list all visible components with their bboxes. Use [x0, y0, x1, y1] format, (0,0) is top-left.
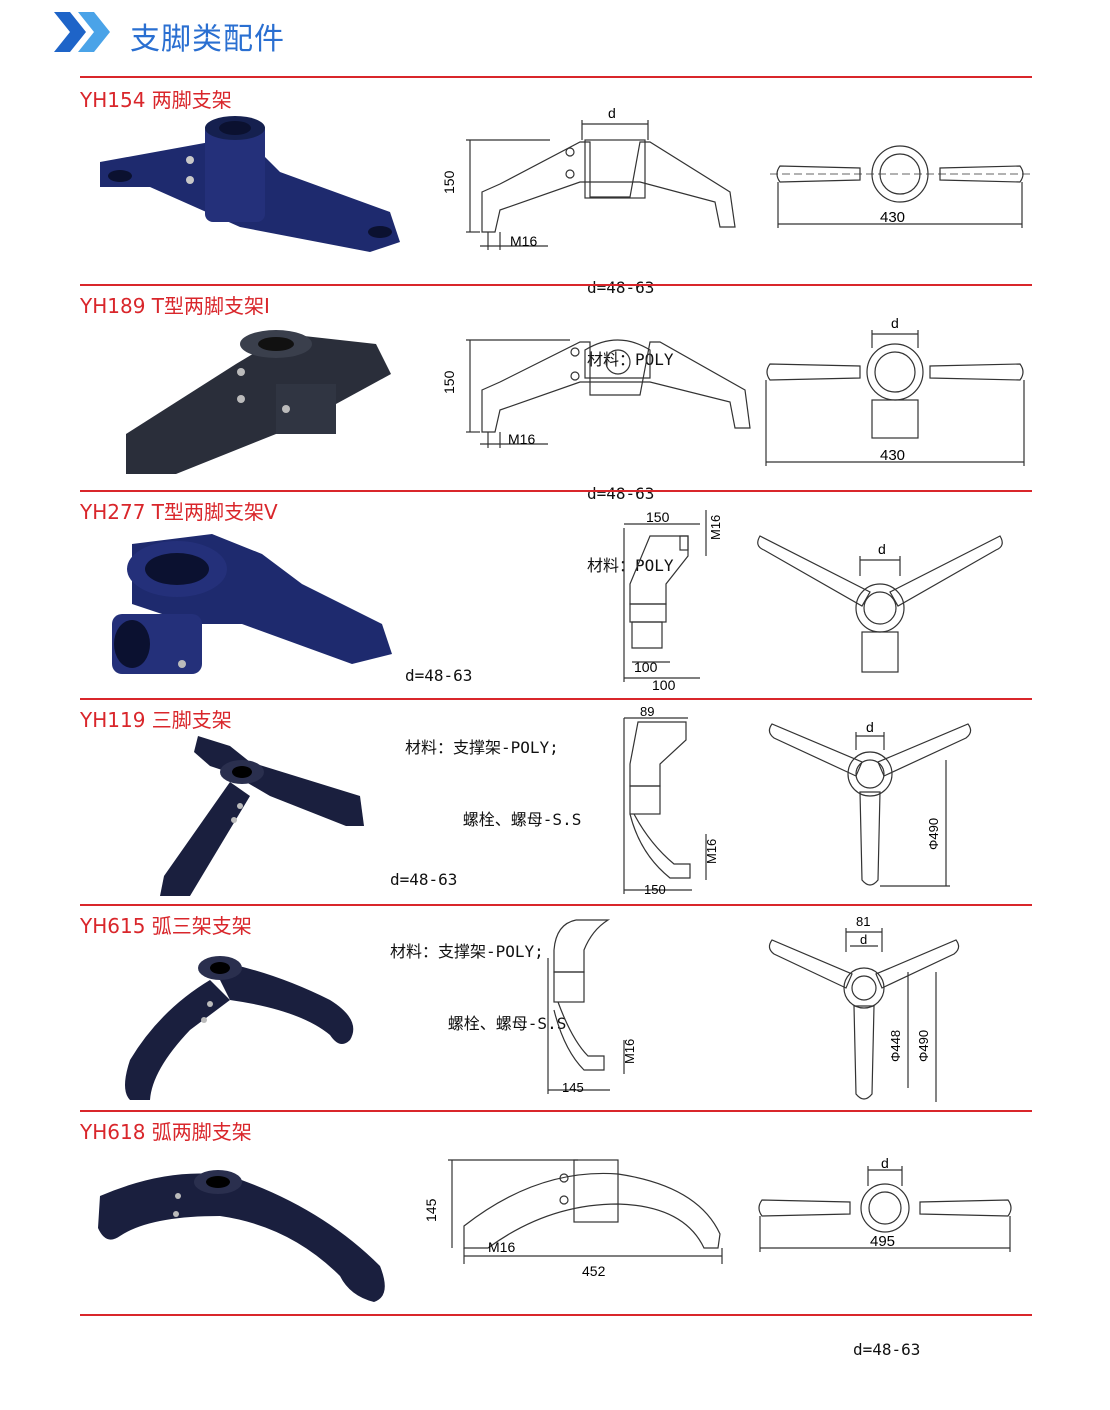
divider	[80, 490, 1032, 492]
dim-span2: 495	[870, 1233, 895, 1250]
top-view-drawing: d Φ490	[768, 719, 972, 887]
product-code: YH618 弧两脚支架	[80, 1120, 252, 1144]
section-yh189: YH189 T型两脚支架Ⅰ 150 M16	[80, 290, 1032, 575]
dim-bore: d	[608, 105, 616, 121]
double-chevron-icon	[54, 12, 110, 52]
divider	[80, 1110, 1032, 1112]
page-title: 支脚类配件	[130, 22, 285, 57]
side-view-drawing: 150 M16 100 100	[623, 509, 723, 692]
dim-height: 145	[423, 1198, 439, 1222]
dim-bore: d	[860, 932, 867, 947]
product-photo	[112, 534, 392, 674]
product-photo	[100, 116, 400, 252]
side-view-drawing: 150 d M16	[441, 105, 736, 250]
side-view-drawing: 89 M16 150	[623, 704, 719, 897]
divider	[80, 1314, 1032, 1316]
product-code: YH154 两脚支架	[80, 88, 232, 112]
section-yh615: YH615 弧三架支架 145 M16 81 d Φ448	[80, 910, 1032, 1110]
product-photo	[126, 330, 391, 474]
side-view-drawing: 150 M16	[441, 339, 751, 448]
dim-dia1: Φ448	[888, 1030, 903, 1062]
section-yh119: YH119 三脚支架 d=48-63 材料：支撑架-POLY; 螺栓、螺母-S.…	[80, 704, 1032, 1033]
product-code: YH189 T型两脚支架Ⅰ	[80, 294, 270, 318]
divider	[80, 698, 1032, 700]
side-view-drawing: 145 M16	[547, 919, 637, 1095]
spec-text: d=48-63 材料：POLY	[587, 484, 674, 575]
product-photo	[125, 956, 354, 1100]
dim-top: 81	[856, 914, 870, 929]
dim-bolt: M16	[704, 839, 719, 864]
dim-bolt: M16	[622, 1039, 637, 1064]
dim-top: 89	[640, 704, 654, 719]
divider	[80, 904, 1032, 906]
top-view-drawing: 430	[770, 145, 1030, 228]
product-code: YH277 T型两脚支架V	[80, 500, 278, 524]
page-header: 支脚类配件	[50, 6, 450, 58]
spec-text: d=48-63 材料：支撑架-POLY; 螺栓、螺母-S.S	[390, 870, 567, 1033]
dim-bolt: M16	[510, 233, 537, 249]
dim-bore: d	[891, 315, 899, 331]
product-code: YH615 弧三架支架	[80, 914, 252, 938]
dim-base: 150	[644, 882, 666, 897]
dim-top: 150	[646, 509, 670, 525]
top-view-drawing: d 495	[758, 1156, 1012, 1252]
dim-b2: 100	[652, 677, 676, 692]
dim-bore: d	[878, 541, 886, 557]
product-photo	[160, 736, 364, 896]
spec-text: d=48-63 材料：支撑架-POLY; 螺栓、螺母-S.S	[405, 666, 582, 829]
top-view-drawing: d 430	[765, 315, 1025, 466]
dim-bolt: M16	[488, 1239, 515, 1255]
dim-base: 145	[562, 1080, 584, 1095]
dim-bolt: M16	[508, 431, 535, 447]
divider	[80, 76, 1032, 78]
side-view-drawing: 145 M16 452	[423, 1159, 723, 1279]
section-yh277: YH277 T型两脚支架V d=48-63 材料：支撑架-POLY; 螺栓、螺母…	[80, 496, 1032, 829]
dim-height: 150	[441, 170, 457, 194]
dim-span: 430	[880, 209, 905, 226]
dim-dia2: Φ490	[916, 1030, 931, 1062]
dim-span: 430	[880, 447, 905, 464]
top-view-drawing: d	[757, 535, 1003, 673]
spec-text: d=48-63	[853, 1340, 921, 1359]
divider	[80, 284, 1032, 286]
product-photo	[98, 1170, 385, 1302]
section-yh154: YH154 两脚支架 150 d M16	[80, 84, 1032, 369]
dim-height: 150	[441, 370, 457, 394]
product-code: YH119 三脚支架	[80, 708, 232, 732]
section-yh618: YH618 弧两脚支架 145 M16 452 d 4	[80, 1116, 1032, 1359]
dim-bore: d	[866, 719, 874, 735]
dim-span: 452	[582, 1263, 606, 1279]
top-view-drawing: 81 d Φ448 Φ490	[768, 914, 960, 1102]
dim-bolt: M16	[708, 515, 723, 540]
dim-b1: 100	[634, 659, 658, 675]
dim-dia: Φ490	[926, 818, 941, 850]
dim-bore: d	[881, 1156, 889, 1171]
